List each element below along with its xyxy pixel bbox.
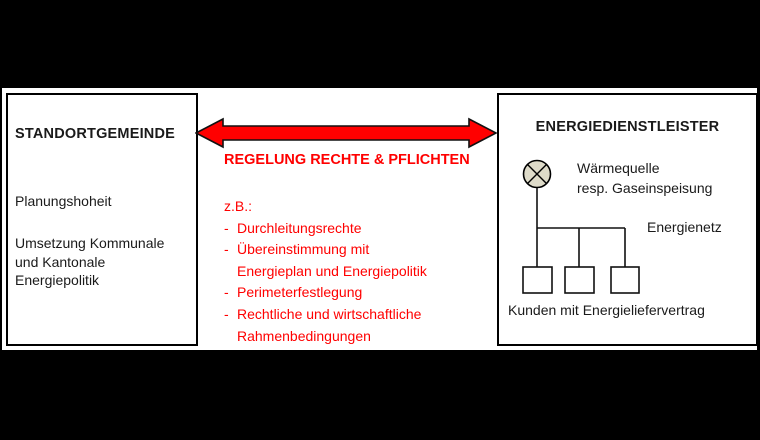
list-item-text: Energieplan und Energiepolitik <box>237 262 427 279</box>
heat-source-label: Wärmequelle resp. Gaseinspeisung <box>577 158 712 198</box>
network-lines <box>536 188 626 267</box>
list-item: -Perimeterfestlegung <box>224 282 427 304</box>
list-intro: z.B.: <box>224 198 253 214</box>
left-box-line: Umsetzung Kommunale <box>15 235 165 251</box>
left-box-paragraph-energiepolitik: Umsetzung Kommunale und Kantonale Energi… <box>15 234 164 290</box>
dash-bullet: - <box>224 284 229 301</box>
customer-box <box>610 266 640 294</box>
heat-source-label-line: Wärmequelle <box>577 160 660 176</box>
left-box-line: und Kantonale <box>15 253 106 270</box>
list-item-text: Rahmenbedingungen <box>237 327 371 344</box>
heat-source-icon <box>522 159 552 189</box>
right-box-title: ENERGIEDIENSTLEISTER <box>535 119 720 135</box>
list-item-text: Perimeterfestlegung <box>237 284 363 301</box>
list-item-text: Übereinstimmung mit <box>237 241 370 258</box>
list-item: -Rechtliche und wirtschaftliche <box>224 304 427 326</box>
energiedienstleister-box: ENERGIEDIENSTLEISTER <box>497 93 758 346</box>
energy-network-diagram <box>522 159 640 294</box>
customers-label: Kunden mit Energieliefervertrag <box>508 302 705 318</box>
heat-source-label-line: resp. Gaseinspeisung <box>577 180 713 196</box>
left-box-title: STANDORTGEMEINDE <box>15 126 176 142</box>
left-box-paragraph-planungshoheit: Planungshoheit <box>15 193 112 209</box>
dash-bullet: - <box>224 241 229 258</box>
energy-network-label: Energienetz <box>647 219 722 235</box>
middle-title: REGELUNG RECHTE & PFLICHTEN <box>224 152 470 168</box>
dash-bullet: - <box>224 219 229 236</box>
list-item-text: Rechtliche und wirtschaftliche <box>237 305 422 322</box>
list-item: -Durchleitungsrechte <box>224 218 427 240</box>
middle-example-list: z.B.: -Durchleitungsrechte -Übereinstimm… <box>224 196 427 347</box>
standortgemeinde-box: STANDORTGEMEINDE Planungshoheit Umsetzun… <box>6 93 198 346</box>
left-box-line: Energiepolitik <box>15 272 100 288</box>
list-item: -Übereinstimmung mit <box>224 239 427 261</box>
slide-canvas: STANDORTGEMEINDE Planungshoheit Umsetzun… <box>2 88 758 350</box>
customer-box <box>522 266 553 294</box>
customer-box <box>564 266 595 294</box>
double-arrow-icon <box>195 117 497 149</box>
dash-bullet: - <box>224 305 229 322</box>
list-item-continuation: Energieplan und Energiepolitik <box>224 261 427 283</box>
list-item-text: Durchleitungsrechte <box>237 219 362 236</box>
double-arrow-shape <box>195 117 497 149</box>
list-item-continuation: Rahmenbedingungen <box>224 326 427 348</box>
